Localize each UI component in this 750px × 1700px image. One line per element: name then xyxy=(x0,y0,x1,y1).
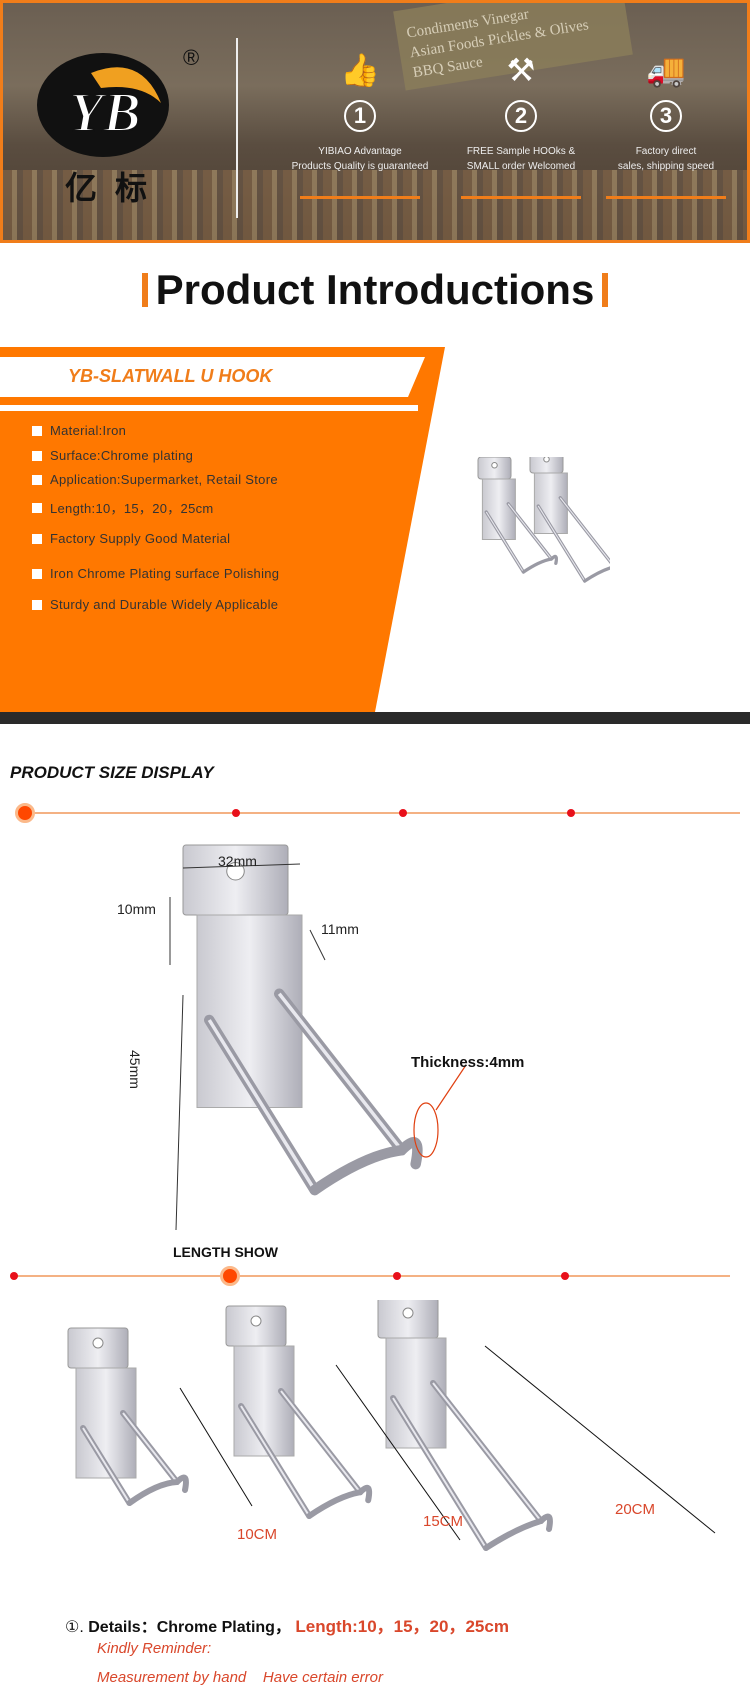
size-title: PRODUCT SIZE DISPLAY xyxy=(10,763,214,782)
bullet-text: Length:10，15，20，25cm xyxy=(50,501,214,516)
timeline-dot xyxy=(232,809,240,817)
feature-text: Products Quality is guaranteed xyxy=(291,161,429,172)
feature-text: Factory direct xyxy=(635,146,697,157)
length-label-20: 20CM xyxy=(615,1501,656,1518)
timeline-dot-active xyxy=(15,803,35,823)
details-length: Length:10，15，20，25cm xyxy=(295,1617,509,1636)
feature-text: FREE Sample HOOks & xyxy=(466,146,576,157)
bullet-square xyxy=(32,533,42,544)
top-banner: Condiments Vinegar Asian Foods Pickles &… xyxy=(0,0,750,243)
feature-underline xyxy=(606,196,726,199)
white-panel xyxy=(375,347,750,712)
thickness-pointer xyxy=(435,1064,467,1111)
bullet-text: Iron Chrome Plating surface Polishing xyxy=(50,566,280,581)
details-line: ①. Details：Chrome Plating， Length:10，15，… xyxy=(65,1612,509,1637)
timeline-dot xyxy=(399,809,407,817)
hook xyxy=(477,457,559,574)
dimension-lines xyxy=(169,863,326,1231)
feature-bullet: Material:Iron xyxy=(32,423,126,438)
feature-bullet: Sturdy and Durable Widely Applicable xyxy=(32,597,278,612)
shelf-background xyxy=(3,170,747,240)
thickness-circle xyxy=(413,1102,439,1158)
hook xyxy=(182,844,423,1196)
feature-bullet: Application:Supermarket, Retail Store xyxy=(32,472,278,487)
product-name: YB-SLATWALL U HOOK xyxy=(68,366,273,386)
name-band xyxy=(0,357,425,397)
feature-underline xyxy=(461,196,581,199)
divider xyxy=(236,38,238,218)
truck-icon: 🚚 xyxy=(646,52,686,88)
timeline-dot xyxy=(10,1272,18,1280)
timeline-dot-active xyxy=(220,1266,240,1286)
top-label: 10mm xyxy=(117,901,156,917)
bullet-text: Sturdy and Durable Widely Applicable xyxy=(50,597,279,612)
feature-text: sales, shipping speed xyxy=(617,161,715,172)
details-value: Chrome Plating， xyxy=(156,1619,291,1636)
title-bar xyxy=(602,273,609,307)
product-image xyxy=(477,457,610,583)
length-title: LENGTH SHOW xyxy=(173,1244,278,1260)
title-bar xyxy=(141,273,148,307)
feature-number: 2 xyxy=(505,100,537,132)
hook xyxy=(377,1300,553,1551)
divider-bar xyxy=(0,712,750,724)
feature-bullet: Factory Supply Good Material xyxy=(32,531,230,546)
feature-3: 🚚 3 Factory direct sales, shipping speed xyxy=(581,48,747,199)
feature-bullet: Length:10，15，20，25cm xyxy=(32,498,214,517)
length-label-10: 10CM xyxy=(237,1526,278,1543)
details-marker: ①. xyxy=(65,1619,89,1636)
hook xyxy=(529,457,610,583)
bullet-text: Surface:Chrome plating xyxy=(50,448,194,463)
band-line xyxy=(0,405,418,411)
details-label: Details： xyxy=(88,1619,157,1636)
bullet-square xyxy=(32,599,42,610)
tools-icon: ⚒ xyxy=(506,52,536,88)
reminder-text: Measurement by hand Have certain error xyxy=(97,1669,383,1686)
brand-chinese: 亿标 xyxy=(65,170,166,206)
title-text: Product Introductions xyxy=(155,266,595,313)
depth-label: 11mm xyxy=(321,921,359,937)
feature-underline xyxy=(300,196,420,199)
bullet-text: Material:Iron xyxy=(50,423,127,438)
timeline-dot xyxy=(561,1272,569,1280)
thickness-label: Thickness:4mm xyxy=(411,1054,525,1071)
bullet-text: Factory Supply Good Material xyxy=(50,531,231,546)
feature-1: 👍 1 YIBIAO Advantage Products Quality is… xyxy=(275,48,445,199)
brand-logo: YB xyxy=(31,43,191,163)
feature-text: SMALL order Welcomed xyxy=(466,161,576,172)
bullet-square xyxy=(32,450,42,461)
feature-2: ⚒ 2 FREE Sample HOOks & SMALL order Welc… xyxy=(436,48,606,199)
feature-number: 1 xyxy=(344,100,376,132)
reminder-title: Kindly Reminder: xyxy=(97,1640,212,1657)
feature-bullet: Iron Chrome Plating surface Polishing xyxy=(32,566,279,581)
height-label: 45mm xyxy=(127,1050,143,1089)
hook xyxy=(225,1305,373,1519)
hook xyxy=(67,1327,189,1506)
section-title: Product Introductions xyxy=(0,266,750,314)
length-label-15: 15CM xyxy=(423,1513,464,1530)
dimension-diagram xyxy=(169,844,467,1231)
registered-mark: ® xyxy=(183,45,200,70)
feature-text: YIBIAO Advantage xyxy=(318,146,402,157)
timeline xyxy=(14,1275,730,1277)
feature-bullet: Surface:Chrome plating xyxy=(32,448,193,463)
bullet-square xyxy=(32,425,42,436)
feature-number: 3 xyxy=(650,100,682,132)
bullet-text: Application:Supermarket, Retail Store xyxy=(50,472,278,487)
intro-panel: YB-SLATWALL U HOOK xyxy=(0,347,750,712)
timeline-dot xyxy=(567,809,575,817)
timeline xyxy=(25,812,740,814)
bullet-square xyxy=(32,568,42,579)
length-hooks-image xyxy=(67,1300,716,1551)
svg-text:YB: YB xyxy=(69,82,141,144)
timeline-dot xyxy=(393,1272,401,1280)
bullet-square xyxy=(32,474,42,485)
bullet-square xyxy=(32,502,42,513)
width-label: 32mm xyxy=(218,853,257,869)
length-lines xyxy=(179,1345,716,1541)
thumbs-up-icon: 👍 xyxy=(340,52,380,88)
